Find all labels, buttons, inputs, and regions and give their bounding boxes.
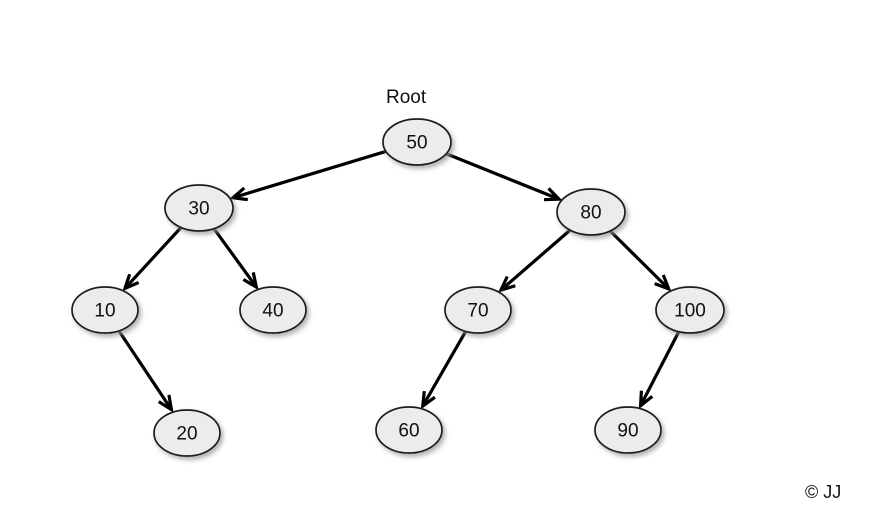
node-ellipse: [594, 406, 662, 454]
edge-line: [117, 329, 173, 411]
copyright-label: © JJ: [805, 482, 842, 502]
edge-line: [123, 226, 183, 290]
edge-line: [639, 330, 681, 407]
tree-edge-80-to-70: [497, 228, 572, 293]
tree-node-50[interactable]: 50: [382, 118, 452, 166]
edge-line: [499, 228, 572, 292]
node-value-label: 100: [674, 301, 706, 322]
tree-edge-30-to-10: [122, 226, 183, 292]
node-ellipse: [164, 184, 234, 232]
edges-layer: [117, 149, 681, 413]
node-ellipse: [382, 118, 452, 166]
arrow-head-icon: [122, 273, 140, 292]
node-value-label: 80: [580, 203, 601, 224]
tree-node-80[interactable]: 80: [556, 188, 626, 236]
node-value-label: 30: [188, 199, 209, 220]
tree-node-20[interactable]: 20: [153, 409, 221, 457]
node-ellipse: [556, 188, 626, 236]
node-ellipse: [71, 286, 139, 334]
node-ellipse: [444, 286, 512, 334]
edge-line: [232, 149, 387, 200]
nodes-layer: 50 30 80 10 40 70 100 20 60 90: [71, 118, 725, 457]
arrow-head-icon: [654, 274, 672, 292]
edge-line: [609, 229, 670, 291]
tree-node-40[interactable]: 40: [239, 286, 307, 334]
node-ellipse: [153, 409, 221, 457]
tree-node-10[interactable]: 10: [71, 286, 139, 334]
edge-line: [445, 152, 560, 201]
arrow-head-icon: [420, 390, 436, 410]
node-value-label: 40: [262, 301, 283, 322]
arrow-head-icon: [242, 272, 259, 291]
node-value-label: 50: [406, 133, 427, 154]
arrow-head-icon: [497, 275, 516, 293]
tree-node-70[interactable]: 70: [444, 286, 512, 334]
tree-edge-50-to-80: [445, 152, 563, 202]
tree-edge-50-to-30: [229, 149, 387, 202]
node-value-label: 20: [176, 424, 197, 445]
edge-line: [421, 330, 468, 407]
node-ellipse: [375, 406, 443, 454]
node-ellipse: [239, 286, 307, 334]
tree-edge-100-to-90: [638, 330, 681, 410]
node-value-label: 10: [94, 301, 115, 322]
root-caption-label: Root: [386, 87, 427, 108]
tree-node-60[interactable]: 60: [375, 406, 443, 454]
node-value-label: 90: [617, 421, 638, 442]
node-ellipse: [655, 286, 725, 334]
arrow-head-icon: [638, 390, 654, 410]
arrow-head-icon: [157, 394, 174, 413]
tree-edge-80-to-100: [609, 229, 672, 292]
arrow-head-icon: [229, 186, 248, 202]
tree-node-90[interactable]: 90: [594, 406, 662, 454]
node-value-label: 70: [467, 301, 488, 322]
arrow-head-icon: [543, 187, 563, 202]
node-value-label: 60: [398, 421, 419, 442]
edge-line: [212, 227, 258, 288]
tree-node-100[interactable]: 100: [655, 286, 725, 334]
tree-edge-10-to-20: [117, 329, 174, 413]
tree-edge-30-to-40: [212, 227, 259, 291]
tree-edge-70-to-60: [420, 330, 468, 410]
tree-node-30[interactable]: 30: [164, 184, 234, 232]
